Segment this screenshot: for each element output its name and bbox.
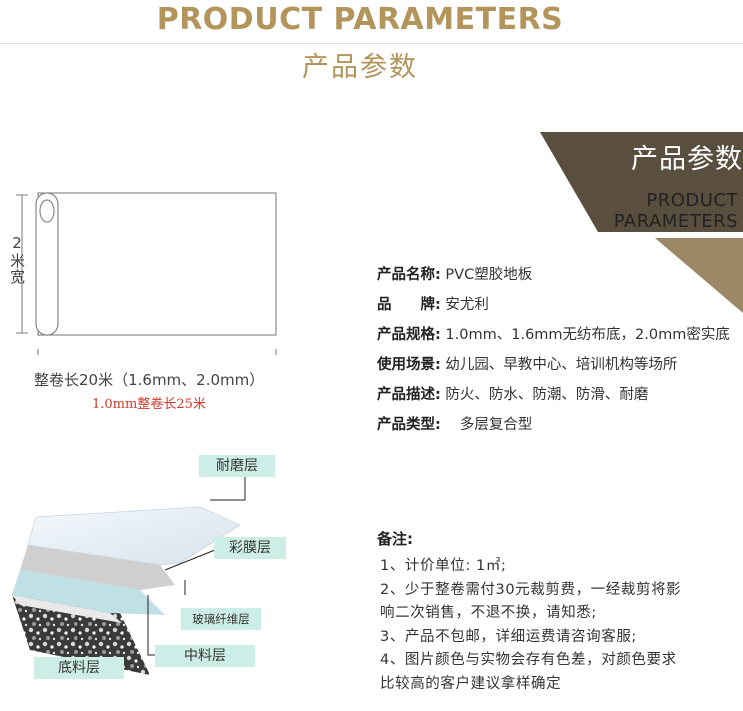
layer-label-film: 彩膜层: [214, 537, 286, 559]
roll-length-label: 整卷长20米（1.6mm、2.0mm）: [34, 371, 265, 389]
notes-title: 备注:: [377, 530, 413, 548]
layer-label-wear: 耐磨层: [199, 455, 275, 477]
notes-list: 1、计价单位: 1㎡; 2、少于整卷需付30元裁剪费，一经裁剪将影 响二次销售，…: [380, 555, 743, 696]
note-line: 3、产品不包邮，详细运费请咨询客服;: [380, 628, 637, 645]
param-row: 产品类型: 多层复合型: [377, 410, 743, 440]
header-divider: [0, 43, 743, 44]
param-label: 产品类型:: [377, 417, 441, 433]
note-line: 1、计价单位: 1㎡;: [380, 558, 507, 574]
note-line: 4、图片颜色与实物会存有色差，对颜色要求: [380, 652, 677, 668]
roll-diagram: [16, 192, 277, 355]
param-value: 多层复合型: [445, 417, 533, 433]
param-label: 使用场景:: [377, 357, 441, 373]
param-value: 安尤利: [445, 297, 489, 313]
parameter-list: 产品名称: PVC塑胶地板 品 牌: 安尤利 产品规格: 1.0mm、1.6mm…: [377, 260, 743, 440]
header-title-cn: 产品参数: [302, 52, 418, 83]
badge-title-cn: 产品参数: [631, 144, 743, 175]
param-row: 产品名称: PVC塑胶地板: [377, 260, 743, 290]
note-line: 比较高的客户建议拿样确定: [380, 675, 562, 692]
param-label: 品 牌:: [377, 297, 441, 313]
param-row: 产品描述: 防火、防水、防潮、防滑、耐磨: [377, 380, 743, 410]
param-row: 品 牌: 安尤利: [377, 290, 743, 320]
note-line: 2、少于整卷需付30元裁剪费，一经裁剪将影: [380, 581, 682, 598]
badge-tan-shape: [655, 238, 743, 313]
param-label: 产品名称:: [377, 267, 441, 283]
badge-title-en-line2: PARAMETERS: [613, 211, 738, 232]
note-line: 响二次销售，不退不换，请知悉;: [380, 605, 597, 621]
roll-length-note: 1.0mm整卷长25米: [92, 397, 206, 412]
badge-title-en-line1: PRODUCT: [646, 190, 738, 211]
layer-label-fiber: 玻璃纤维层: [181, 608, 261, 630]
param-value: 1.0mm、1.6mm无纺布底，2.0mm密实底: [445, 327, 730, 343]
layer-label-base: 底料层: [34, 657, 124, 679]
roll-width-label: 2米宽: [8, 234, 26, 285]
param-row: 使用场景: 幼儿园、早教中心、培训机构等场所: [377, 350, 743, 380]
param-label: 产品描述:: [377, 387, 441, 403]
header-title-en: PRODUCT PARAMETERS: [156, 2, 564, 37]
param-value: 防火、防水、防潮、防滑、耐磨: [445, 387, 649, 403]
param-row: 产品规格: 1.0mm、1.6mm无纺布底，2.0mm密实底: [377, 320, 743, 350]
param-value: 幼儿园、早教中心、培训机构等场所: [445, 357, 678, 373]
layer-label-middle: 中料层: [155, 645, 255, 667]
layer-structure-diagram: [12, 470, 246, 675]
param-value: PVC塑胶地板: [445, 267, 533, 283]
badge-dark-shape: [540, 132, 743, 232]
param-label: 产品规格:: [377, 327, 441, 343]
